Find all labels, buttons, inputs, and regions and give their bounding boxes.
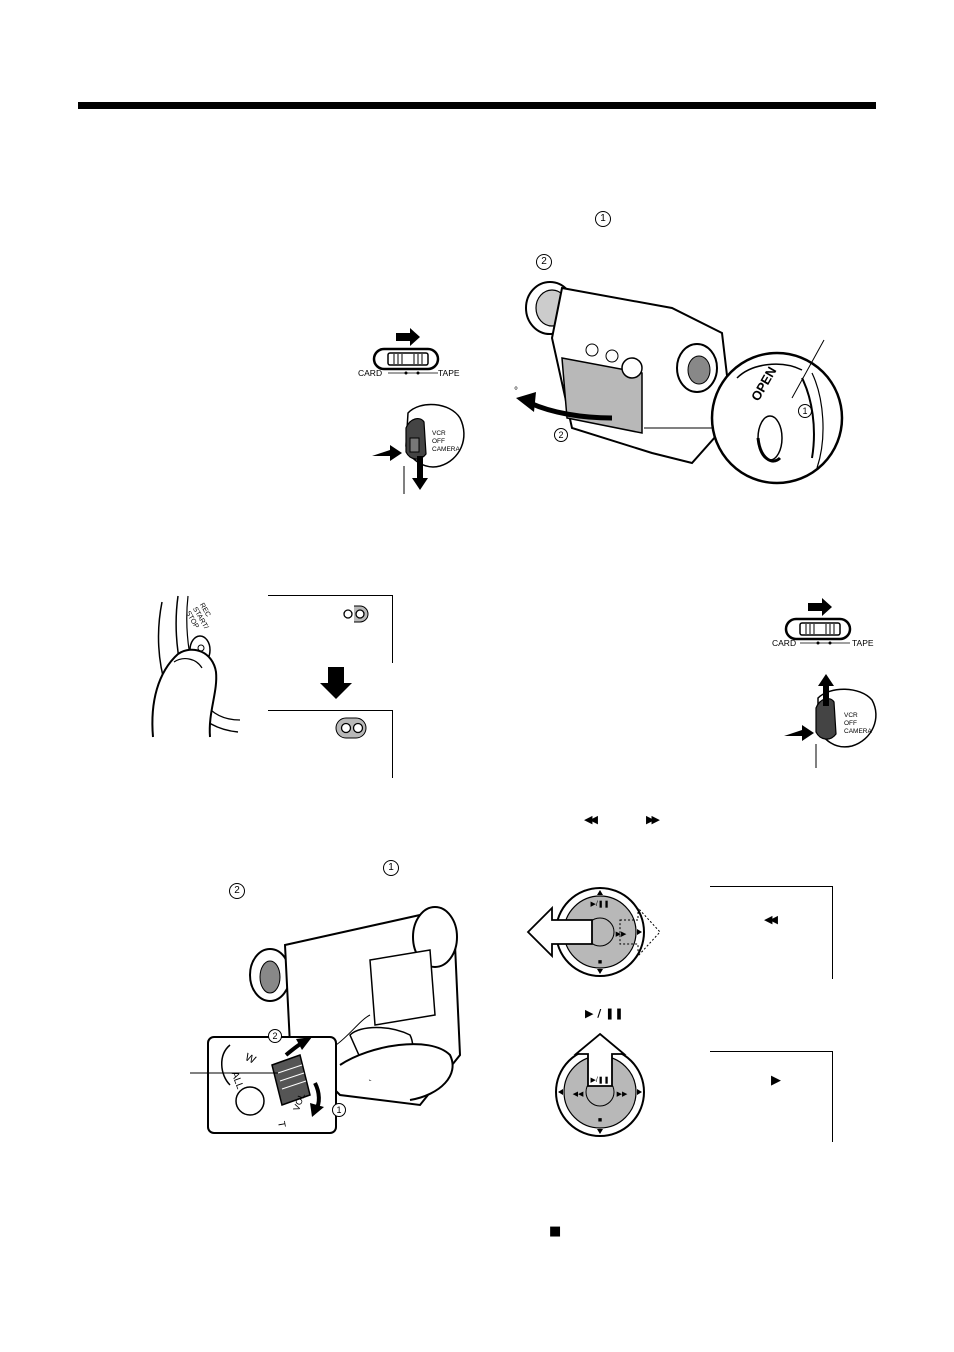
right-arrow-icon (396, 328, 420, 346)
open-arrow-icon (528, 400, 613, 421)
slide-switch-icon (372, 347, 440, 375)
card-tape-switch-figure-bottom: CARD TAPE (770, 595, 880, 650)
pad-play-pause-label: ▶/❚❚ (590, 900, 609, 908)
dial-label-off: OFF (432, 438, 445, 445)
right-dotted-arrow-icon (619, 906, 661, 958)
display-frame-play (710, 1051, 833, 1142)
pad-stop-label: ■ (598, 959, 602, 966)
card-tape-switch-figure-top: CARD TAPE (358, 325, 468, 380)
step-marker-2-volume: 2 (229, 883, 245, 899)
dial-label-camera: CAMERA (844, 728, 872, 735)
switch-label-card: CARD (358, 368, 383, 378)
control-pad-icon: ▶/❚❚ ◀◀ ▶▶ ■ (555, 1032, 645, 1137)
step-marker-1-volume: 1 (383, 860, 399, 876)
control-pad-icon: ▶/❚❚ ▶▶ ■ (526, 887, 661, 977)
right-arrow-icon (784, 598, 852, 645)
hand-pressing-icon (151, 595, 241, 738)
camcorder-volume-figure: W ALL VOL T 2 1 (190, 905, 470, 1145)
down-thick-arrow-icon (320, 667, 352, 699)
up-arrow-icon (818, 674, 834, 706)
power-dial-figure-bottom: VCR OFF CAMERA (784, 668, 884, 768)
rec-button-figure: REC START/ STOP (148, 592, 248, 742)
display-frame-after (268, 710, 393, 778)
step-marker-1-top: 1 (595, 211, 611, 227)
control-pad-play-figure: ▶/❚❚ ◀◀ ▶▶ ■ (540, 1032, 650, 1142)
fast-forward-symbol: ▶▶ (646, 813, 660, 826)
switch-label-tape: TAPE (852, 638, 874, 648)
rewind-symbol: ◀◀ (584, 813, 598, 826)
header-rule (78, 102, 876, 109)
tape-icon-after (335, 717, 367, 739)
control-pad-rewind-figure: ▶/❚❚ ▶▶ ■ (520, 882, 670, 982)
pad-rewind-label: ◀◀ (573, 1091, 584, 1098)
power-dial-icon (784, 674, 877, 768)
play-display-symbol: ▶ (771, 1073, 781, 1088)
step-marker-2-top: 2 (536, 254, 552, 270)
step-marker-2-inset: 2 (268, 1029, 282, 1043)
push-arrow-icon (784, 725, 814, 741)
step-marker-2-open: 2 (554, 428, 568, 442)
push-arrow-icon (372, 445, 402, 461)
play-pause-symbol: ▶ / ❚❚ (585, 1007, 624, 1020)
step-marker-1-inset: 1 (332, 1103, 346, 1117)
degree-symbol: ° (514, 386, 518, 397)
pad-stop-label: ■ (598, 1117, 602, 1124)
rewind-display-symbol: ◀◀ (764, 913, 778, 926)
display-frame-before (268, 595, 393, 663)
up-push-arrow-icon (573, 1032, 627, 1087)
tape-icon-before (343, 605, 369, 623)
pad-ff-label: ▶▶ (616, 931, 627, 938)
power-dial-figure-top: VCR OFF CAMERA (370, 398, 470, 498)
dial-label-vcr: VCR (432, 430, 446, 437)
switch-label-card: CARD (772, 638, 797, 648)
down-arrow-icon (412, 456, 428, 490)
power-dial-icon (372, 403, 465, 494)
dial-label-vcr: VCR (844, 712, 858, 719)
camcorder-side-icon (190, 906, 462, 1134)
stop-symbol: ■ (549, 1224, 562, 1239)
pad-ff-label: ▶▶ (617, 1091, 628, 1098)
dial-label-camera: CAMERA (432, 446, 460, 453)
left-push-arrow-icon (526, 905, 593, 959)
camcorder-body-icon (516, 281, 844, 485)
pad-play-pause-label: ▶/❚❚ (590, 1076, 609, 1084)
dial-label-off: OFF (844, 720, 857, 727)
camcorder-lcd-open-figure: OPEN 1 2 ° (512, 278, 844, 488)
display-frame-rewind (710, 886, 833, 979)
switch-label-tape: TAPE (438, 368, 460, 378)
step-marker-1-open: 1 (798, 404, 812, 418)
